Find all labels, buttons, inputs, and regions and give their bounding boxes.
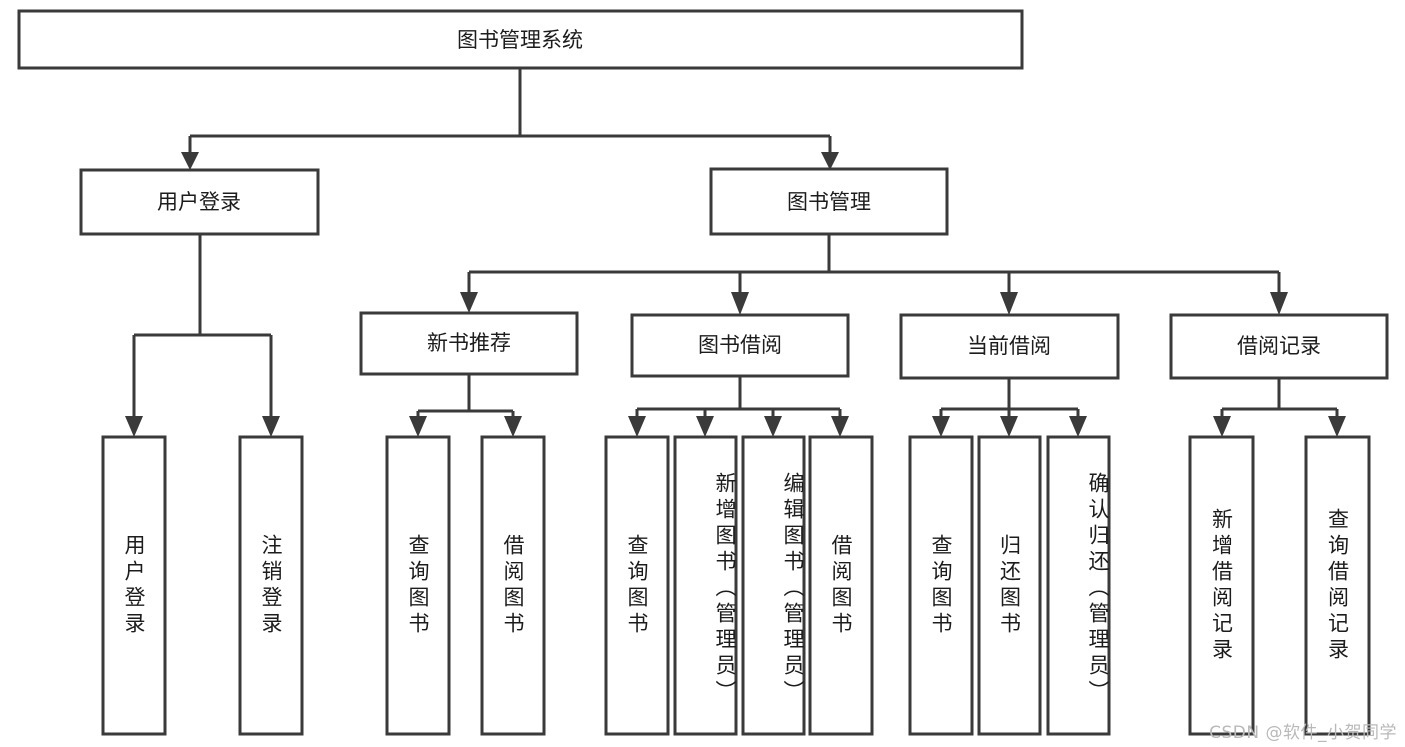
leaf-box-br-query-record[interactable] xyxy=(1304,435,1371,736)
node-label-borrow-record: 借阅记录 xyxy=(1237,334,1321,358)
leaf-box-logout[interactable] xyxy=(238,435,304,736)
leaf-label-cb-query-book: 查询图书 xyxy=(929,533,954,638)
leaf-label-nb-borrow-book: 借阅图书 xyxy=(501,533,526,638)
leaf-box-bb-query-book[interactable] xyxy=(604,435,670,736)
leaf-box-cb-confirm-return[interactable] xyxy=(1046,435,1111,736)
node-label-root: 图书管理系统 xyxy=(457,28,583,52)
arrow-head-bb-leaf3 xyxy=(764,416,782,437)
arrow-head-book-manage xyxy=(821,152,839,170)
leaf-label-bb-add-book: 新增图书（管理员） xyxy=(713,471,737,706)
leaf-box-nb-borrow-book[interactable] xyxy=(480,435,546,736)
node-box-root[interactable] xyxy=(17,9,1024,70)
leaf-box-bb-edit-book[interactable] xyxy=(741,435,806,736)
leaf-box-user-login[interactable] xyxy=(101,435,167,736)
arrow-head-current-borrow xyxy=(1000,292,1018,315)
leaf-box-cb-query-book[interactable] xyxy=(908,435,974,736)
leaf-label-bb-edit-book: 编辑图书（管理员） xyxy=(781,471,805,706)
leaf-box-nb-query-book[interactable] xyxy=(385,435,451,736)
arrow-head-leaf-logout xyxy=(262,416,280,437)
node-label-new-book-recommend: 新书推荐 xyxy=(427,331,511,355)
leaf-label-bb-borrow-book: 借阅图书 xyxy=(829,533,854,638)
leaf-label-bb-query-book: 查询图书 xyxy=(625,533,650,638)
leaf-box-br-add-record[interactable] xyxy=(1188,435,1255,736)
node-box-book-manage[interactable] xyxy=(709,167,949,236)
arrow-head-bb-leaf2 xyxy=(696,416,714,437)
arrow-head-cb-leaf1 xyxy=(932,416,950,437)
leaf-label-logout: 注销登录 xyxy=(259,533,284,638)
leaf-label-br-query-record: 查询借阅记录 xyxy=(1325,507,1350,664)
arrow-head-borrow-record xyxy=(1270,292,1288,315)
arrow-head-bb-leaf1 xyxy=(628,416,646,437)
leaf-label-cb-return-book: 归还图书 xyxy=(997,533,1022,638)
arrow-head-cb-leaf3 xyxy=(1069,416,1087,437)
node-box-current-borrow[interactable] xyxy=(899,313,1120,380)
arrow-head-new-book xyxy=(460,292,478,313)
leaf-box-cb-return-book[interactable] xyxy=(977,435,1042,736)
node-box-book-borrow[interactable] xyxy=(630,313,850,378)
arrow-head-book-borrow xyxy=(731,292,749,315)
arrow-head-br-leaf1 xyxy=(1213,416,1231,437)
arrow-head-nb-leaf2 xyxy=(504,416,522,437)
node-label-book-borrow: 图书借阅 xyxy=(698,333,782,357)
leaf-label-user-login: 用户登录 xyxy=(122,533,147,638)
arrow-head-cb-leaf2 xyxy=(1000,416,1018,437)
arrow-head-br-leaf2 xyxy=(1328,416,1346,437)
node-label-user-login: 用户登录 xyxy=(157,190,241,214)
arrow-head-user-login xyxy=(181,152,199,170)
node-label-current-borrow: 当前借阅 xyxy=(967,334,1051,358)
node-label-book-manage: 图书管理 xyxy=(787,190,871,214)
leaf-label-br-add-record: 新增借阅记录 xyxy=(1209,507,1234,664)
arrow-head-bb-leaf4 xyxy=(831,416,849,437)
arrow-head-leaf-user-login xyxy=(125,416,143,437)
arrow-head-nb-leaf1 xyxy=(409,416,427,437)
node-box-borrow-record[interactable] xyxy=(1169,313,1389,380)
node-box-new-book-recommend[interactable] xyxy=(359,311,579,376)
leaf-box-bb-borrow-book[interactable] xyxy=(808,435,874,736)
leaf-label-cb-confirm-return: 确认归还（管理员） xyxy=(1086,471,1110,706)
leaf-label-nb-query-book: 查询图书 xyxy=(406,533,431,638)
leaf-box-bb-add-book[interactable] xyxy=(673,435,738,736)
node-box-user-login[interactable] xyxy=(79,168,320,236)
csdn-watermark: CSDN @软件_小贺同学 xyxy=(1209,723,1397,743)
